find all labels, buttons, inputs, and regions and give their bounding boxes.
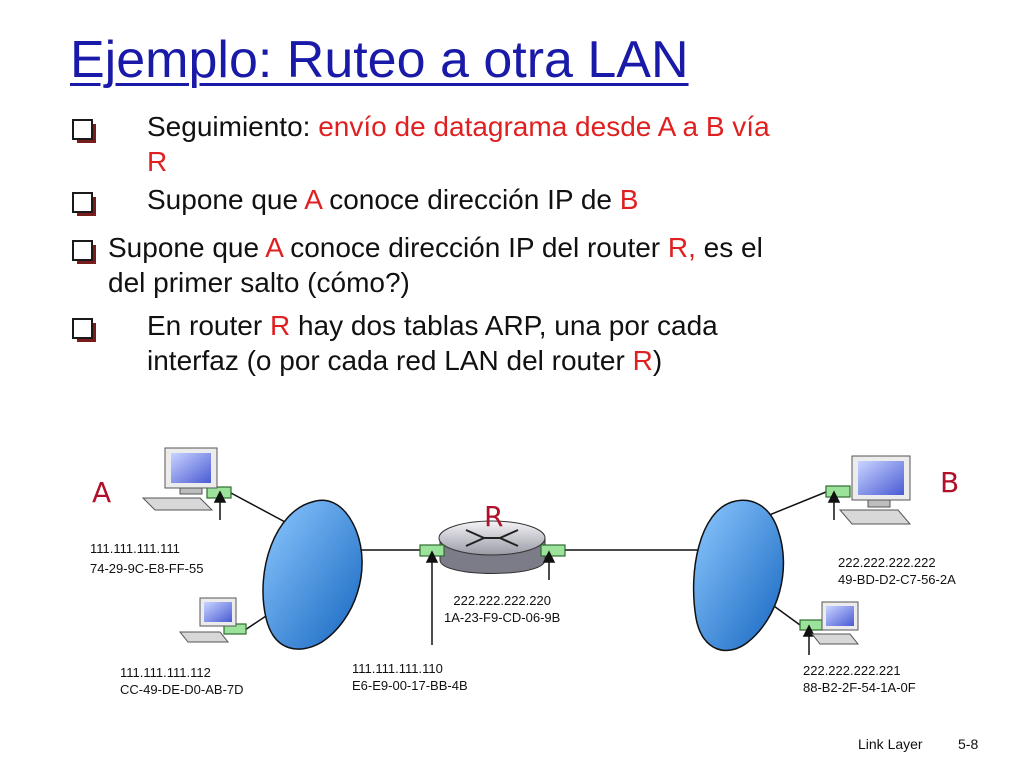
footer-chapter: Link Layer <box>858 736 923 752</box>
bullet-list: Seguimiento: envío de datagrama desde A … <box>72 109 770 378</box>
bullet-3-e: es el <box>695 232 763 263</box>
bullet-1-red: envío de datagrama desde A a B vía <box>318 111 770 142</box>
host-b-address: 222.222.222.222 49-BD-D2-C7-56-2A <box>838 554 956 588</box>
host-b2-mac: 88-B2-2F-54-1A-0F <box>803 680 916 695</box>
host-a2-ip: 111.111.111.112 <box>120 665 211 680</box>
bullet-2-text: Supone que A conoce dirección IP de B <box>147 182 638 217</box>
computer-icon-b <box>838 455 912 525</box>
bullet-3-line2: del primer salto (cómo?) <box>108 267 410 298</box>
bullet-3-d: R, <box>667 232 696 263</box>
host-a-mac: 74-29-9C-E8-FF-55 <box>90 561 204 576</box>
host-a-ip: 111.111.111.111 <box>90 541 180 556</box>
lan-cloud-left <box>262 499 363 650</box>
bullet-1-text: Seguimiento: envío de datagrama desde A … <box>147 109 770 179</box>
bullet-4-text: En router R hay dos tablas ARP, una por … <box>147 308 718 378</box>
bullet-3-text: Supone que A conoce dirección IP del rou… <box>108 230 763 300</box>
host-b-mac: 49-BD-D2-C7-56-2A <box>838 572 956 587</box>
computer-icon-a <box>141 447 218 511</box>
bullet-marker <box>72 240 93 261</box>
bullet-4-line2-c: ) <box>652 345 663 376</box>
bullet-4-line2-b: R <box>632 345 653 376</box>
router-right-address: 222.222.222.220 1A-23-F9-CD-06-9B <box>444 592 560 626</box>
nic-router-right <box>540 544 566 557</box>
bullet-4-b: R <box>269 310 291 341</box>
host-a2-address: 111.111.111.112 CC-49-DE-D0-AB-7D <box>120 664 244 698</box>
bullet-2-d: B <box>619 184 639 215</box>
bullet-3-a: Supone que <box>108 232 266 263</box>
nic-b <box>825 485 851 498</box>
bullet-3-b: A <box>265 232 283 263</box>
router-label: R <box>484 500 504 533</box>
bullet-3-c: conoce dirección IP del router <box>282 232 668 263</box>
host-a-address: 111.111.111.111 74-29-9C-E8-FF-55 <box>90 540 203 577</box>
bullet-4-a: En router <box>147 310 270 341</box>
router-left-ip: 111.111.111.110 <box>352 661 443 676</box>
pointer-arrows <box>213 490 841 655</box>
router-right-ip: 222.222.222.220 <box>453 593 551 608</box>
bullet-marker <box>72 318 93 339</box>
host-b2-address: 222.222.222.221 88-B2-2F-54-1A-0F <box>803 662 916 696</box>
bullet-4-c: hay dos tablas ARP, una por cada <box>290 310 718 341</box>
bullet-4-line2-a: interfaz (o por cada red LAN del router <box>147 345 633 376</box>
computer-icon-a2 <box>178 597 237 643</box>
lan-cloud-right <box>692 499 785 652</box>
bullet-2-b: A <box>304 184 322 215</box>
router-left-mac: E6-E9-00-17-BB-4B <box>352 678 468 693</box>
host-a2-mac: CC-49-DE-D0-AB-7D <box>120 682 244 697</box>
bullet-2-c: conoce dirección IP de <box>321 184 620 215</box>
router-left-address: 111.111.111.110 E6-E9-00-17-BB-4B <box>352 660 468 694</box>
bullet-2-a: Supone que <box>147 184 305 215</box>
host-b2-ip: 222.222.222.221 <box>803 663 901 678</box>
slide-title: Ejemplo: Ruteo a otra LAN <box>70 31 689 89</box>
host-b-label: B <box>940 466 960 499</box>
computer-icon-b2 <box>810 601 860 645</box>
footer-page-number: 5-8 <box>958 736 979 752</box>
host-a-label: A <box>92 476 112 509</box>
host-b-ip: 222.222.222.222 <box>838 555 936 570</box>
bullet-marker <box>72 192 93 213</box>
bullet-1-lead: Seguimiento: <box>147 111 319 142</box>
router-icon <box>438 520 546 574</box>
bullet-1-line2: R <box>147 146 168 177</box>
network-diagram <box>141 447 912 655</box>
bullet-marker <box>72 119 93 140</box>
router-right-mac: 1A-23-F9-CD-06-9B <box>444 610 561 625</box>
